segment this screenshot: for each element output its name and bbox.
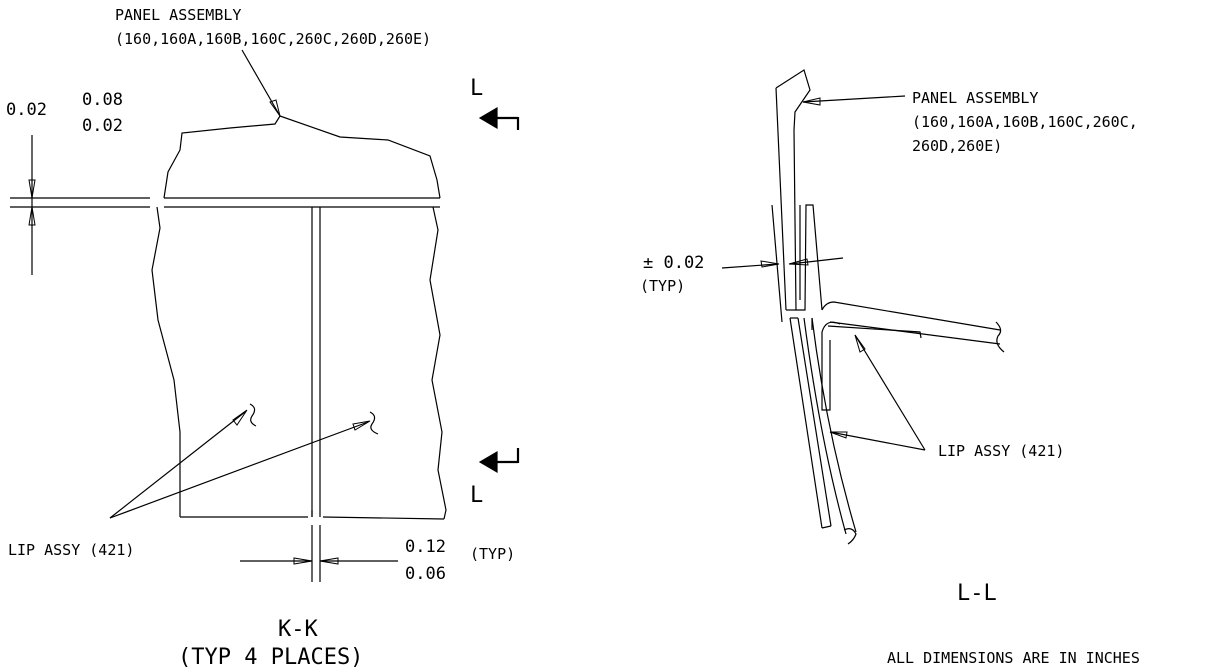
kk-panel-label-line2: (160,160A,160B,160C,260C,260D,260E) [115,30,431,48]
ll-flange-inner [827,325,922,339]
ll-flange-lower [829,321,1001,345]
ll-panel-label-line2: (160,160A,160B,160C,260C, [912,113,1138,131]
ll-title: L-L [957,581,997,606]
section-arrow-bottom-icon [478,450,498,474]
kk-title: K-K [278,617,318,642]
kk-gap-dim-arrow-left [293,557,313,565]
ll-lip-tail-break [843,528,857,545]
ll-tol-typ: (TYP) [640,277,685,295]
ll-tol-value: ± 0.02 [643,253,704,273]
kk-lip-break-2 [369,411,379,435]
ll-tol-dim-arrow-left [760,260,780,268]
kk-dim-tol-lower: 0.02 [82,116,123,136]
ll-lower-strip-right [797,317,832,527]
ll-flange-outline [821,301,1001,331]
kk-lip-leader-2 [109,421,369,519]
ll-lip-label: LIP ASSY (421) [938,442,1064,460]
kk-panel-label-line1: PANEL ASSEMBLY [115,6,241,24]
units-note: ALL DIMENSIONS ARE IN INCHES [887,649,1140,667]
section-arrow-top-icon [478,106,498,130]
kk-gap-dim-arrow-right [319,557,339,565]
ll-lower-strip-left [789,317,823,529]
kk-section-marker-top-label: L [470,76,483,101]
ll-lip-tail-inner [811,317,857,533]
kk-gap-tol-lower: 0.06 [405,564,446,584]
ll-lip-leader-1 [854,334,926,451]
kk-section-marker-bottom [478,448,520,474]
kk-section-marker-top [478,106,520,130]
kk-lip-leader-arrow-1 [232,409,248,426]
kk-lip-label: LIP ASSY (421) [8,541,134,559]
section-kk: PANEL ASSEMBLY (160,160A,160B,160C,260C,… [6,6,520,668]
ll-panel-left-edge [775,87,787,311]
ll-tol-dim-line-right [789,257,844,265]
kk-lip-leader-arrow-2 [352,420,371,431]
kk-gap-tol-upper: 0.12 [405,537,446,557]
ll-panel-leader-arrow [802,97,821,106]
section-ll: PANEL ASSEMBLY (160,160A,160B,160C,260C,… [640,69,1138,606]
ll-panel-outline [775,69,823,311]
kk-lip-outline-right [429,206,447,520]
ll-lower-strip-bottom [821,525,832,529]
ll-lip-tail-outer [803,317,847,535]
kk-lip-bottom-edge-right [322,516,445,520]
ll-panel-label-line1: PANEL ASSEMBLY [912,89,1038,107]
kk-gap-typ: (TYP) [470,545,515,563]
kk-dim-arrow-top [28,179,36,199]
ll-lip-leader-arrow-1 [854,334,866,353]
kk-lip-break-1 [249,403,257,427]
kk-lip-leader-1 [109,411,246,519]
kk-panel-leader-arrow [269,99,281,117]
ll-panel-leader [802,95,906,103]
kk-section-marker-bottom-label: L [470,483,483,508]
kk-dim-tol-upper: 0.08 [82,90,123,110]
ll-flange-break [995,321,1005,353]
ll-tol-dim-line-left [721,263,779,269]
ll-lip-leader-arrow-2 [829,431,848,439]
ll-panel-label-line3: 260D,260E) [912,137,1002,155]
ll-lip-leader-2 [829,431,926,451]
kk-panel-outline [163,115,441,199]
kk-dim-left-value: 0.02 [6,100,47,120]
kk-subtitle: (TYP 4 PLACES) [178,645,363,668]
kk-lip-outline-left [151,206,181,517]
ll-lip-body [821,321,841,411]
kk-panel-leader [241,49,281,117]
ll-tol-dim-arrow-right [788,258,809,266]
kk-dim-arrow-bottom [28,206,36,226]
